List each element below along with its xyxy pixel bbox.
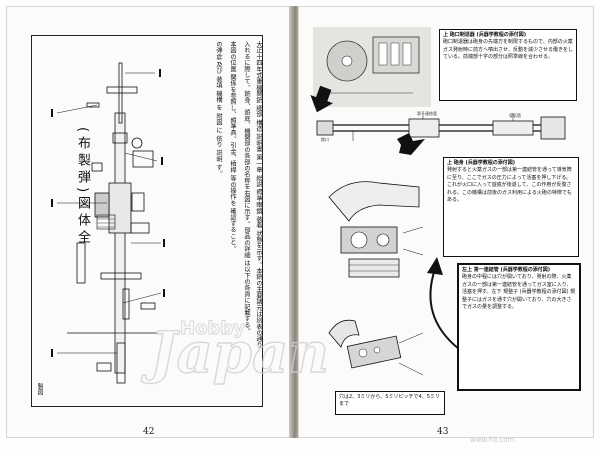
right-page: 上 砲口制退器 (兵器学教程の添付図) 砲口制退器は砲身の先端方を制限するもので…	[298, 6, 594, 438]
caption-connecting-pipe-body: 砲身の中程には穴が開いており、発射の際、火薬ガスの一部は第一連結管を通ってガス室…	[462, 274, 576, 311]
left-page: (布製弾)図体全 製図 の弾倉 及び 装填 機構 を 附図 に 依り 説明 す。…	[6, 6, 292, 438]
text-column-2: 入れるに際して、銃身、遊底、機関部の各部の名称を右図に示す。部品の詳細 は以下の…	[243, 41, 250, 335]
caption-hole-size-body: 穴は2、3ミリから、5ミリピッチで4、5ミリまで	[339, 394, 440, 408]
caption-hole-size: 穴は2、3ミリから、5ミリピッチで4、5ミリまで	[335, 391, 445, 415]
page-number-right: 43	[437, 427, 449, 437]
text-column-1: 大正十四年式重機関銃 細部 構造 説明書 第一章 総説 照準眼鏡 装着 状態を示…	[255, 41, 262, 349]
watermark-url: www.hlj.com	[470, 436, 515, 444]
corner-label: 製図	[36, 383, 43, 395]
curved-arrow	[427, 257, 460, 350]
barrel-label-2: 第一連結管	[417, 111, 437, 116]
gun-assembly-diagram	[51, 62, 165, 384]
text-column-4: の弾倉 及び 装填 機構 を 附図 に 依り 説明 す。	[215, 41, 222, 177]
muzzle-brake-illustration	[313, 27, 431, 107]
left-page-frame	[31, 35, 263, 407]
barrel-label-3: 導気筒	[509, 113, 521, 118]
caption-barrel-head: 上 砲身 (兵器学教程の添付図)	[447, 160, 516, 166]
barrel-label-1: 銃口	[321, 137, 329, 142]
gas-cylinder-cutaway-illustration	[328, 181, 424, 278]
text-column-3: 本図の位置 関係を参照し、照準具、引金、槓桿 等の操作を 確認すること。	[229, 41, 236, 252]
caption-muzzle-brake-head: 上 砲口制退器 (兵器学教程の添付図)	[443, 32, 527, 38]
caption-connecting-pipe: 左上 第一連結管 (兵器学教程の添付図) 砲身の中程には穴が開いており、発射の際…	[457, 263, 581, 391]
caption-muzzle-brake: 上 砲口制退器 (兵器学教程の添付図) 砲口制退器は砲身の先端方を制限するもので…	[439, 29, 577, 101]
regulator-illustration	[328, 319, 424, 376]
caption-barrel-body: 発射すると火薬ガスの一部は第一連結管を通って導気筒に至り、ここでガスの圧力によっ…	[447, 167, 572, 204]
barrel-drawing	[310, 85, 566, 155]
caption-connecting-pipe-head: 左上 第一連結管 (兵器学教程の添付図)	[462, 267, 551, 273]
diagram-title: (布製弾)図体全	[75, 127, 90, 248]
page-number-left: 42	[143, 427, 155, 437]
caption-muzzle-brake-body: 砲口制退器は砲身の先端方を制限するもので、内部の火薬ガス発射時に前方へ噴出させ、…	[443, 39, 574, 61]
caption-barrel: 上 砲身 (兵器学教程の添付図) 発射すると火薬ガスの一部は第一連結管を通って導…	[443, 157, 579, 257]
